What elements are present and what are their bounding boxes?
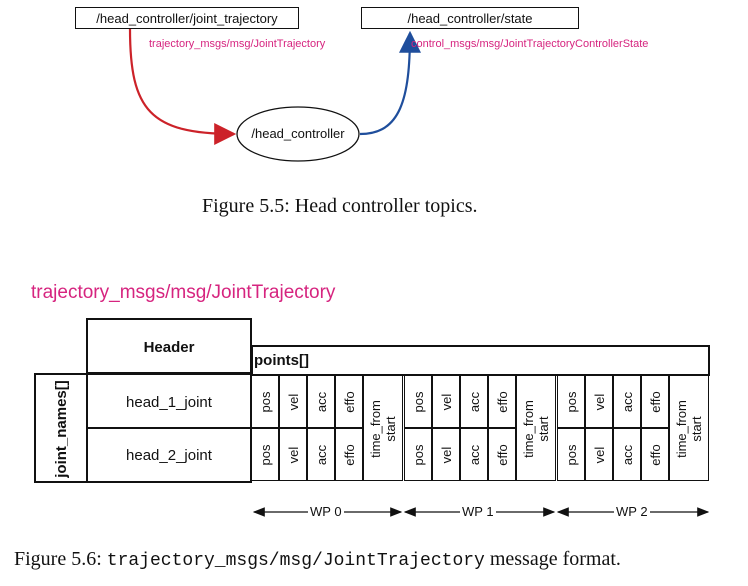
wp0-time-from-start: time_from start: [363, 375, 403, 481]
wp1-row2-acc: acc: [460, 428, 488, 481]
wp0-label: WP 0: [308, 504, 344, 519]
header-label: Header: [143, 339, 195, 356]
header-box: Header: [86, 318, 252, 374]
joint-row-1: head_1_joint: [86, 373, 252, 429]
trajectory-msg-type: trajectory_msgs/msg/JointTrajectory: [149, 38, 326, 50]
wp2-r1-vel-text: vel: [592, 393, 607, 411]
wp2-row1-acc: acc: [613, 375, 641, 428]
wp2-time-from-start: time_from start: [669, 375, 709, 481]
wp1-label: WP 1: [460, 504, 496, 519]
joint-row-2: head_2_joint: [86, 427, 252, 483]
wp0-time-line2: start: [383, 416, 398, 442]
joint-names-box: joint_names[]: [34, 373, 88, 483]
wp2-row2-vel: vel: [585, 428, 613, 481]
wp2-r2-acc-text: acc: [620, 444, 635, 466]
wp1-r2-acc-text: acc: [467, 444, 482, 466]
wp0-row1-vel: vel: [279, 375, 307, 428]
wp0-r2-effo-text: effo: [342, 444, 357, 466]
wp2-time-text: time_from start: [674, 376, 706, 482]
wp0-r1-pos-text: pos: [258, 391, 273, 413]
wp1-time-text: time_from start: [521, 376, 553, 482]
wp0-row1-acc: acc: [307, 375, 335, 428]
wp2-r2-vel-text: vel: [592, 446, 607, 464]
wp0-row2-acc: acc: [307, 428, 335, 481]
state-arrow: [359, 30, 421, 136]
wp2-r1-effo-text: effo: [648, 391, 663, 413]
wp1-r1-pos-text: pos: [411, 391, 426, 413]
caption-code: trajectory_msgs/msg/JointTrajectory: [106, 551, 485, 571]
wp1-row1-effo: effo: [488, 375, 516, 428]
topic-graph: [128, 28, 421, 162]
wp1-row1-pos: pos: [404, 375, 432, 428]
wp2-time-line2: start: [689, 416, 704, 442]
wp2-r1-acc-text: acc: [620, 391, 635, 413]
caption-prefix: Figure 5.6:: [14, 548, 107, 570]
wp1-row2-pos: pos: [404, 428, 432, 481]
figure-5-6-caption: Figure 5.6: trajectory_msgs/msg/JointTra…: [14, 548, 621, 571]
caption-suffix: message format.: [484, 548, 621, 570]
wp2-label: WP 2: [614, 504, 650, 519]
wp1-r1-acc-text: acc: [467, 391, 482, 413]
wp1-r2-pos-text: pos: [411, 444, 426, 466]
wp1-r1-effo-text: effo: [495, 391, 510, 413]
wp1-r2-vel-text: vel: [439, 446, 454, 464]
wp1-row2-effo: effo: [488, 428, 516, 481]
wp0-r2-acc-text: acc: [314, 444, 329, 466]
wp0-time-line1: time_from: [368, 400, 383, 458]
wp0-row2-vel: vel: [279, 428, 307, 481]
wp1-time-line2: start: [536, 416, 551, 442]
wp2-r1-pos-text: pos: [564, 391, 579, 413]
wp2-r2-effo-text: effo: [648, 444, 663, 466]
wp2-row1-effo: effo: [641, 375, 669, 428]
wp0-time-text: time_from start: [368, 376, 400, 482]
wp2-row2-effo: effo: [641, 428, 669, 481]
wp2-row2-pos: pos: [557, 428, 585, 481]
wp1-row1-vel: vel: [432, 375, 460, 428]
head-controller-node-shape: [236, 106, 360, 162]
wp0-r1-vel-text: vel: [286, 393, 301, 411]
wp1-row2-vel: vel: [432, 428, 460, 481]
joint-trajectory-topic: /head_controller/joint_trajectory: [75, 7, 299, 29]
wp2-r2-pos-text: pos: [564, 444, 579, 466]
figure-5-5-caption: Figure 5.5: Head controller topics.: [202, 195, 478, 217]
head-controller-node: /head_controller: [251, 126, 345, 141]
wp1-r1-vel-text: vel: [439, 393, 454, 411]
points-label: points[]: [254, 352, 309, 369]
joint-name-2: head_2_joint: [126, 447, 212, 464]
wp1-r2-effo-text: effo: [495, 444, 510, 466]
joint-name-1: head_1_joint: [126, 394, 212, 411]
wp2-row1-pos: pos: [557, 375, 585, 428]
wp2-time-line1: time_from: [674, 400, 689, 458]
wp1-time-from-start: time_from start: [516, 375, 556, 481]
points-bar: points[]: [251, 345, 710, 376]
wp2-row1-vel: vel: [585, 375, 613, 428]
wp1-row1-acc: acc: [460, 375, 488, 428]
joint-names-label: joint_names[]: [53, 380, 70, 478]
wp0-r2-vel-text: vel: [286, 446, 301, 464]
wp0-r1-effo-text: effo: [342, 391, 357, 413]
message-type-title: trajectory_msgs/msg/JointTrajectory: [31, 282, 336, 303]
wp0-r1-acc-text: acc: [314, 391, 329, 413]
wp0-r2-pos-text: pos: [258, 444, 273, 466]
wp0-row2-pos: pos: [251, 428, 279, 481]
wp0-row1-pos: pos: [251, 375, 279, 428]
wp2-row2-acc: acc: [613, 428, 641, 481]
state-msg-type: control_msgs/msg/JointTrajectoryControll…: [411, 38, 649, 50]
wp0-row1-effo: effo: [335, 375, 363, 428]
trajectory-arrow: [128, 28, 237, 145]
state-topic: /head_controller/state: [361, 7, 579, 29]
wp0-row2-effo: effo: [335, 428, 363, 481]
wp1-time-line1: time_from: [521, 400, 536, 458]
